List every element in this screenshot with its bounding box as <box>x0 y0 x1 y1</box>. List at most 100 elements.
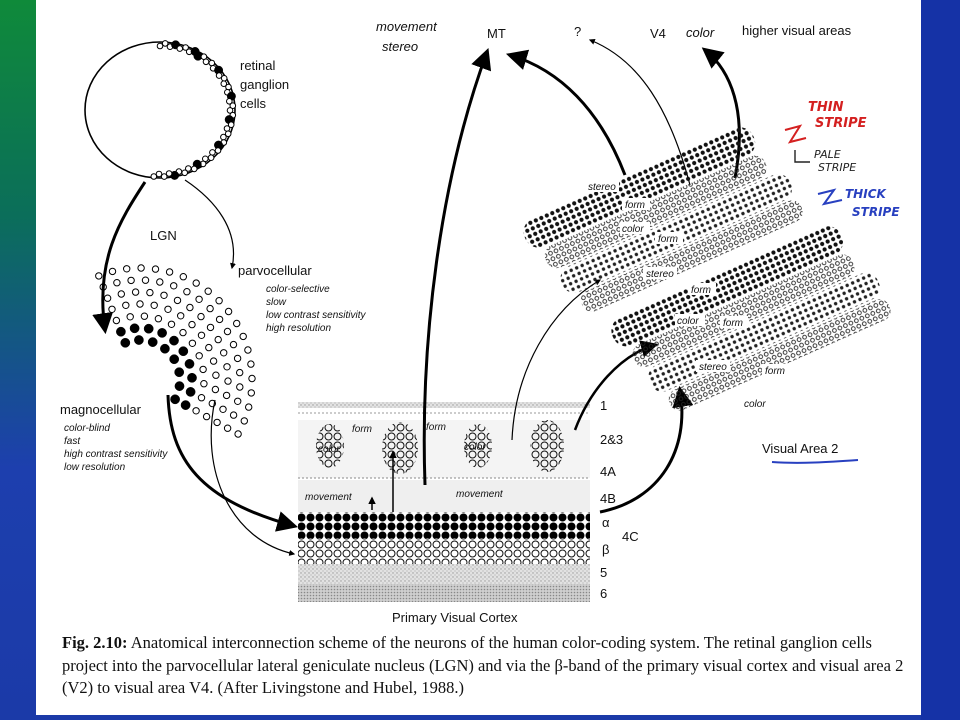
slide-right-bar <box>921 0 960 720</box>
magno-prop-4: low resolution <box>64 462 126 473</box>
top-question: ? <box>574 24 581 39</box>
top-higher-visual-areas: higher visual areas <box>742 23 852 38</box>
parvo-cell <box>222 391 231 400</box>
parvo-cell <box>240 417 249 425</box>
magno-cell <box>180 400 191 410</box>
retinal-label-1: retinal <box>240 58 276 73</box>
retinal-ganglion-cell <box>160 173 168 180</box>
retinal-ganglion-cell <box>227 121 235 128</box>
retinal-ganglion-cell <box>209 149 216 156</box>
parvo-prop-1: color-selective <box>266 284 330 295</box>
retinal-ganglion-cell <box>150 173 158 180</box>
parvo-cell <box>117 290 126 298</box>
parvo-cell <box>236 368 244 377</box>
parvo-cell <box>233 354 242 363</box>
parvo-cell <box>183 288 191 296</box>
retinal-ganglion-cell <box>225 83 232 91</box>
retinal-ganglion-cell <box>226 107 234 114</box>
parvo-cell <box>108 267 117 276</box>
parvo-cell <box>179 328 187 337</box>
parvo-cell <box>122 301 130 309</box>
parvo-cell <box>206 323 215 332</box>
parvo-cell <box>234 430 242 438</box>
top-color: color <box>686 25 715 40</box>
parvo-prop-2: slow <box>266 297 287 308</box>
cortex-color-1: color <box>318 444 340 455</box>
hand-thin: THIN <box>808 100 844 115</box>
stripe2-color: color <box>677 316 699 327</box>
magno-cell <box>120 337 131 348</box>
parvo-cell <box>233 319 241 328</box>
parvo-cell <box>164 305 172 313</box>
cortex-movement-2: movement <box>456 489 504 500</box>
parvo-cell <box>192 279 200 287</box>
primary-visual-cortex <box>298 402 590 602</box>
top-movement: movement <box>376 19 438 34</box>
retinal-ganglion-cell <box>176 45 184 52</box>
parvo-cell <box>126 313 134 321</box>
parvo-cell <box>215 315 224 324</box>
stripe-labels: stereo form color form stereo form color… <box>585 180 790 410</box>
parvo-cell <box>95 272 103 280</box>
parvo-cell <box>131 288 140 296</box>
parvo-cell <box>103 294 112 302</box>
parvo-cell <box>186 303 194 312</box>
layer-4c: 4C <box>622 529 639 544</box>
layer-5: 5 <box>600 565 607 580</box>
stripe2-stereo: stereo <box>646 269 674 280</box>
thick-stripe-to-mt-arrow <box>505 49 627 176</box>
parvo-cell <box>247 389 256 397</box>
parvo-cell <box>204 287 212 295</box>
parvo-cell <box>197 331 206 339</box>
figure-caption: Fig. 2.10: Anatomical interconnection sc… <box>62 632 907 700</box>
retinal-label-2: ganglion <box>240 77 289 92</box>
magno-cell <box>160 343 170 354</box>
magno-cell <box>174 367 185 378</box>
parvo-cell <box>212 371 220 379</box>
stripe1-stereo: stereo <box>588 182 616 193</box>
retinal-ganglion-cell <box>156 42 164 50</box>
parvo-cell <box>223 424 232 432</box>
layer-beta: β <box>602 542 609 557</box>
hand-pale-stripe: STRIPE <box>818 161 856 174</box>
retinal-ganglion-cell <box>223 125 231 132</box>
retinal-ganglion-cell <box>165 170 173 177</box>
magno-cell <box>116 326 126 337</box>
parvo-cell <box>248 374 256 383</box>
layer-2-3: 2&3 <box>600 432 623 447</box>
hand-thick-stripe: STRIPE <box>852 205 900 219</box>
parvo-cell <box>197 312 205 321</box>
handwritten-annotations: THIN STRIPE PALE STRIPE THICK STRIPE <box>784 100 900 219</box>
parvo-cell <box>211 385 220 394</box>
parvo-cell <box>229 340 238 349</box>
cortex-form-2: form <box>426 422 446 433</box>
parvo-cell <box>156 278 164 286</box>
stripe3-form: form <box>765 366 785 377</box>
parvo-cell <box>112 316 121 325</box>
parvo-cell <box>154 315 163 323</box>
top-stereo: stereo <box>382 39 418 54</box>
magno-prop-2: fast <box>64 436 81 447</box>
top-mt: MT <box>487 26 506 41</box>
parvo-cell <box>197 394 206 402</box>
retina-to-parvo-arrow <box>184 179 236 270</box>
parvo-cell <box>195 295 203 303</box>
magno-cell <box>129 323 140 334</box>
4b-to-mt-arrow <box>422 48 492 486</box>
parvo-cell <box>140 312 149 320</box>
diagram: retinal ganglion cells LGN parvocellular… <box>60 19 900 625</box>
parvo-cell <box>167 320 176 328</box>
magno-cell <box>178 346 189 357</box>
parvo-cell <box>245 403 253 411</box>
cortex-movement-1: movement <box>305 492 353 503</box>
parvo-cell <box>150 301 158 309</box>
magno-cell <box>169 335 179 346</box>
magno-cell <box>185 387 196 397</box>
parvo-cell <box>179 273 188 281</box>
magno-cell <box>147 337 158 347</box>
stripe1-color: color <box>622 224 644 235</box>
4b-to-thick-stripe-arrow <box>599 385 694 514</box>
hand-pale: PALE <box>814 148 841 161</box>
lgn-label: LGN <box>150 228 177 243</box>
parvo-cell <box>170 282 178 290</box>
